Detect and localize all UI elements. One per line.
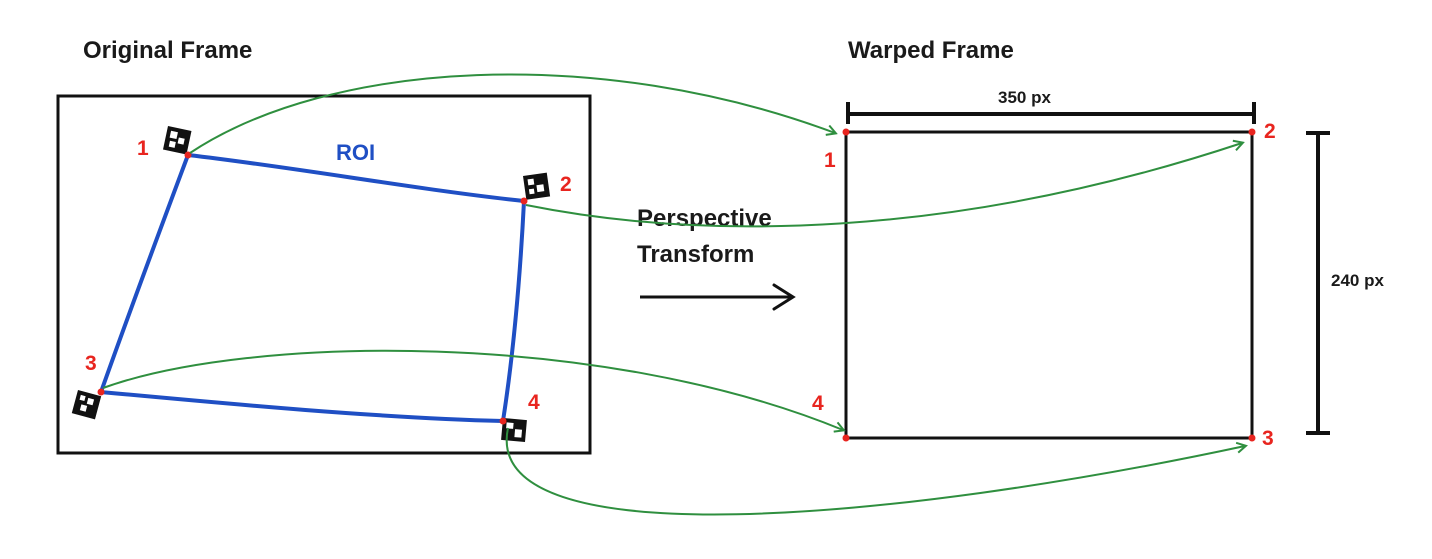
right-arrow-icon <box>640 283 796 311</box>
source-corner-label: 3 <box>85 352 97 375</box>
height-dimension-label: 240 px <box>1331 271 1384 290</box>
warped-frame-title: Warped Frame <box>848 37 1014 64</box>
roi-label: ROI <box>336 140 375 165</box>
source-corner-dot <box>520 197 528 205</box>
height-dimension-bracket <box>1306 131 1330 435</box>
source-corner-label: 4 <box>528 391 540 414</box>
warped-corner-dot <box>1248 128 1256 136</box>
mapping-arrow-1 <box>189 73 835 154</box>
width-dimension-bracket <box>846 102 1256 124</box>
warped-corner-dot <box>842 128 850 136</box>
width-dimension-label: 350 px <box>998 88 1051 107</box>
mapping-arrow-4 <box>505 427 1245 516</box>
source-corner-dot <box>499 417 507 425</box>
warped-corner-label: 1 <box>824 149 836 172</box>
transform-label-line1: Perspective <box>637 205 772 232</box>
mapping-arrow-3 <box>102 349 843 430</box>
source-corner-label: 2 <box>560 173 572 196</box>
warped-frame-box <box>844 130 1254 440</box>
roi-quadrilateral <box>99 153 526 423</box>
aruco-marker-icon <box>523 172 551 200</box>
transform-label-line2: Transform <box>637 241 754 268</box>
source-corner-dot <box>184 151 192 159</box>
original-frame-title: Original Frame <box>83 37 252 64</box>
aruco-marker-icon <box>71 390 102 420</box>
warped-corner-dot <box>1248 434 1256 442</box>
warped-corner-label: 3 <box>1262 427 1274 450</box>
source-corner-label: 1 <box>137 137 149 160</box>
mapping-arrow-2 <box>525 143 1242 228</box>
warped-corner-label: 2 <box>1264 120 1276 143</box>
warped-corner-dot <box>842 434 850 442</box>
warped-corner-label: 4 <box>812 392 824 415</box>
source-corner-dot <box>97 388 105 396</box>
aruco-marker-icon <box>163 126 192 155</box>
